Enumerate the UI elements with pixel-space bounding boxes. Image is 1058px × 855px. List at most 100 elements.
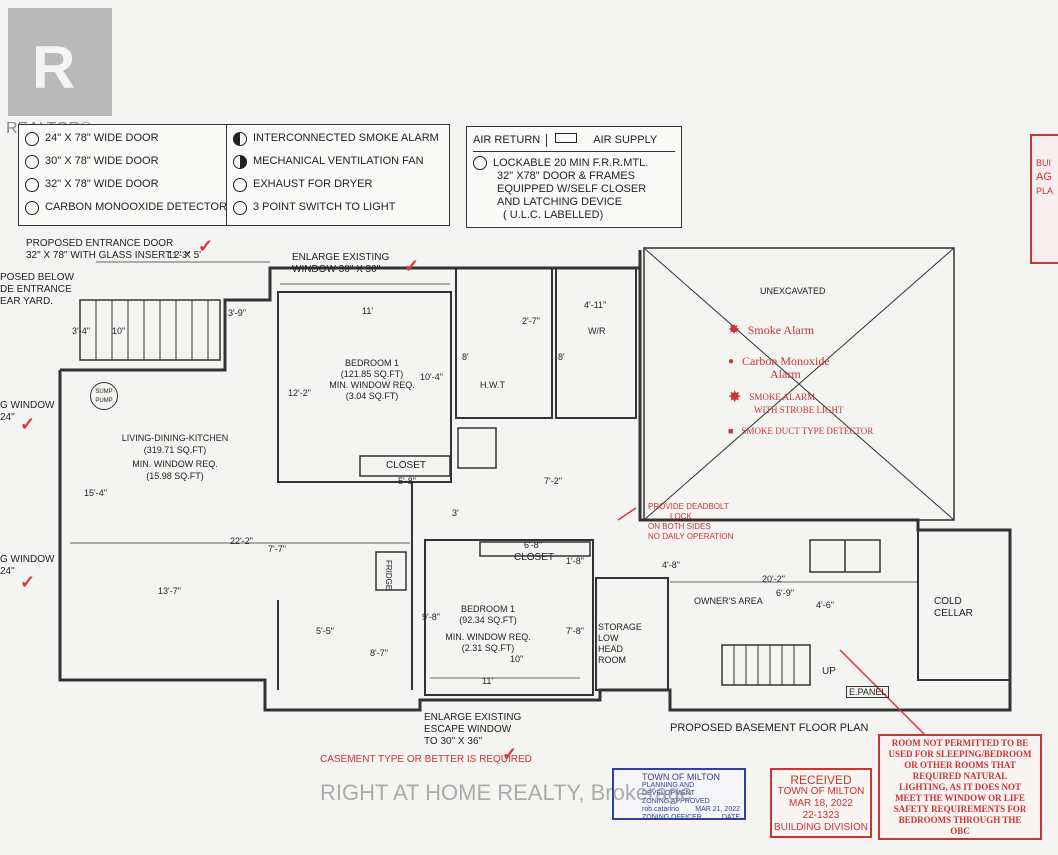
cold-cellar-label: COLD CELLAR	[934, 596, 973, 620]
dryer-exhaust-icon	[233, 177, 247, 192]
strobe-alarm-icon: ✸	[728, 389, 742, 406]
g-window-note: G WINDOW 24"	[0, 400, 54, 424]
closet-label: CLOSET	[514, 552, 555, 563]
dim-label: 3'-9"	[228, 308, 246, 318]
stamp-line: MAR 18, 2022	[789, 798, 853, 809]
dim-label: 13'-7"	[158, 586, 181, 596]
legend-text: Alarm	[770, 367, 801, 381]
living-room-label: LIVING-DINING-KITCHEN (319.71 SQ.FT) MIN…	[112, 432, 238, 482]
legend-text: 32" X 78" WIDE DOOR	[45, 178, 159, 190]
room-line: HEAD	[598, 644, 624, 654]
room-line: (121.85 SQ.FT)	[340, 369, 404, 379]
check-mark: ✓	[20, 414, 36, 434]
dim-label: 10"	[510, 654, 524, 664]
note-line: 32" X 78" WITH GLASS INSERT 2' X 5'	[26, 250, 202, 261]
check-mark: ✓	[404, 256, 420, 276]
owners-area-label: OWNER'S AREA	[694, 596, 763, 606]
dim-label: 4'-6"	[816, 600, 834, 610]
room-line: MIN. WINDOW REQ.	[445, 632, 531, 642]
room-line: CELLAR	[934, 608, 973, 619]
stamp-line: TOWN OF MILTON	[777, 786, 865, 797]
legend-text: 32" X78" DOOR & FRAMES	[497, 170, 636, 182]
room-line: (15.98 SQ.FT)	[146, 471, 204, 481]
stamp-line: BUILDING DIVISION	[774, 822, 868, 833]
legend-text: ( U.L.C. LABELLED)	[503, 209, 604, 221]
note-line: ENLARGE EXISTING	[292, 252, 390, 263]
dim-label: 5'-5"	[316, 626, 334, 636]
legend-text: Smoke Alarm	[747, 323, 815, 337]
room-line: MIN. WINDOW REQ.	[329, 380, 415, 390]
note-line: SAFETY REQUIREMENTS FOR	[893, 804, 1027, 814]
room-line: BEDROOM 1	[460, 604, 515, 614]
brokerage-watermark: RIGHT AT HOME REALTY, Brokerage	[320, 780, 693, 805]
air-supply-icon	[555, 133, 577, 143]
note-line: OR OTHER ROOMS THAT	[904, 760, 1016, 770]
smoke-alarm-icon: ✸	[728, 323, 740, 338]
dim-label: 7'-2"	[544, 476, 562, 486]
dim-label: 11'-3"	[168, 250, 191, 260]
note-line: ON BOTH SIDES	[648, 522, 711, 531]
duct-detector-icon: ■	[728, 426, 734, 436]
room-line: MIN. WINDOW REQ.	[132, 459, 218, 469]
co-detector-icon	[25, 200, 39, 215]
legend-text: AND LATCHING DEVICE	[497, 196, 623, 208]
legend-text: EQUIPPED W/SELF CLOSER	[497, 183, 647, 195]
lockable-door-icon	[473, 156, 487, 170]
door-32-icon	[25, 177, 39, 192]
check-mark: ✓	[502, 744, 518, 764]
dim-label: 6'-9"	[776, 588, 794, 598]
dim-label: 8'-7"	[370, 648, 388, 658]
storage-label: STORAGE LOW HEAD ROOM	[598, 622, 642, 666]
room-line: (3.04 SQ.FT)	[345, 391, 399, 401]
stamp-line: ZONING OFFICER	[642, 814, 702, 821]
dim-label: 2'-7"	[522, 316, 540, 326]
g-window-note: G WINDOW 24"	[0, 554, 54, 578]
legend-text: CARBON MONOOXIDE DETECTOR	[45, 201, 227, 213]
dim-label: 5'-8"	[398, 476, 416, 486]
note-line: EAR YARD.	[0, 296, 53, 307]
dim-label: 1'-8"	[566, 556, 584, 566]
note-line: REQUIRED NATURAL	[912, 771, 1008, 781]
dim-label: 11'	[362, 306, 374, 316]
fan-icon	[233, 154, 247, 169]
legend-text: INTERCONNECTED SMOKE ALARM	[253, 132, 439, 144]
dim-label: 11'	[482, 676, 494, 686]
smoke-alarm-icon	[233, 131, 247, 146]
hwt-label: H.W.T	[480, 380, 505, 390]
legend-text: 3 POINT SWITCH TO LIGHT	[253, 201, 396, 213]
note-line: USED FOR SLEEPING/BEDROOM	[888, 749, 1032, 759]
entrance-door-note: PROPOSED ENTRANCE DOOR 32" X 78" WITH GL…	[26, 238, 201, 262]
stamp-line: rob.catarino	[642, 806, 679, 813]
sump-pump-label: SUMP PUMP	[90, 382, 118, 410]
note-line: MEET THE WINDOW OR LIFE	[895, 793, 1025, 803]
legend-text: EXHAUST FOR DRYER	[253, 178, 373, 190]
dim-label: 4'-11"	[584, 300, 607, 310]
legend-text: SMOKE DUCT TYPE DETECTOR	[741, 426, 874, 436]
dim-label: 3'	[452, 508, 459, 518]
unexcavated-legend: ✸Smoke Alarm ●Carbon Monoxide Alarm ✸SMO…	[728, 324, 873, 438]
legend-text: SMOKE ALARM	[749, 392, 816, 402]
door-30-icon	[25, 154, 39, 169]
side-stamp-text: PLA	[1036, 186, 1054, 196]
room-line: SUMP	[95, 389, 113, 395]
svg-text:R: R	[32, 34, 75, 101]
note-line: ESCAPE WINDOW	[424, 724, 512, 735]
room-line: LIVING-DINING-KITCHEN	[121, 433, 229, 443]
fridge-label: FRIDGE	[384, 560, 393, 591]
dim-label: 22'-2"	[230, 536, 253, 546]
dim-label: 6'-8"	[524, 540, 542, 550]
dim-label: 7'-7"	[268, 544, 286, 554]
note-line: LOCK	[670, 512, 692, 521]
legend-text: 24" X 78" WIDE DOOR	[45, 132, 159, 144]
dim-label: 4'-8"	[662, 560, 680, 570]
note-line: PROVIDE DEADBOLT	[648, 502, 729, 511]
room-line: LOW	[598, 633, 619, 643]
dim-label: 9'-8"	[422, 612, 440, 622]
dim-label: 8'	[558, 352, 565, 362]
stamp-line: ZONING APPROVED	[642, 798, 710, 805]
note-line: WINDOW 30" X 30"	[292, 264, 381, 275]
note-line: BEDROOMS THROUGH THE	[898, 815, 1022, 825]
co-alarm-icon: ●	[728, 356, 735, 367]
bedroom-bottom-label: BEDROOM 1 (92.34 SQ.FT) MIN. WINDOW REQ.…	[438, 604, 538, 654]
